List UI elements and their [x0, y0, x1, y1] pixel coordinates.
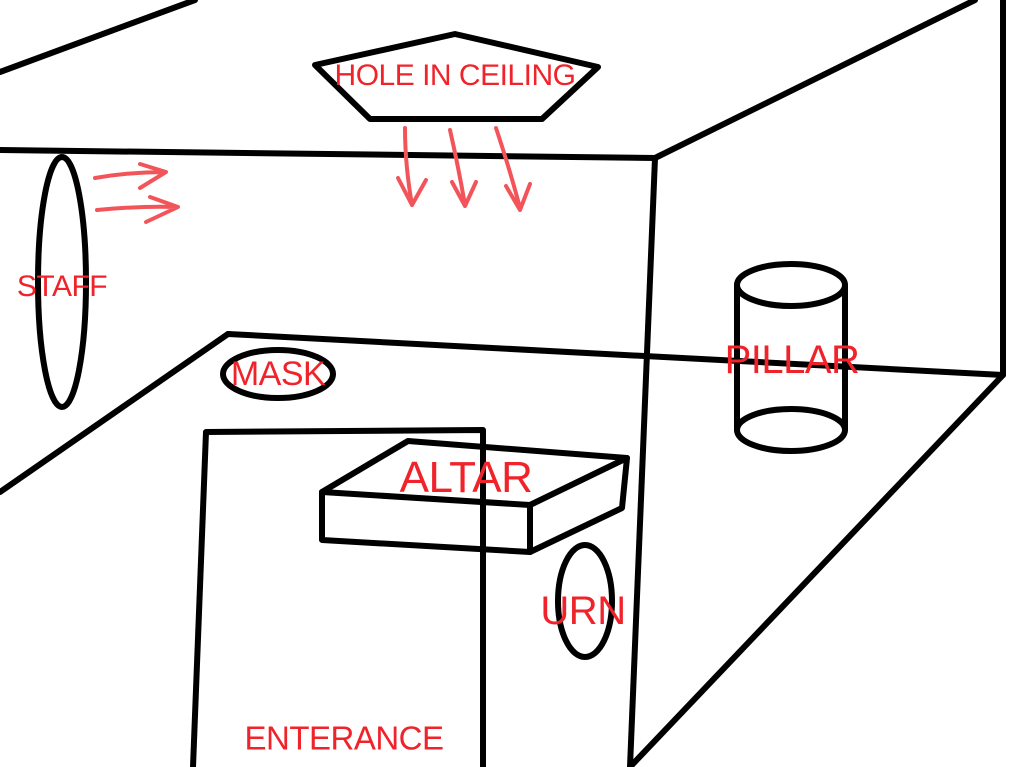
altar-shape — [319, 438, 630, 555]
urn-shape — [555, 542, 615, 660]
pillar-top — [734, 261, 848, 309]
floor-back-edge — [225, 331, 1006, 378]
arrow-right-2 — [95, 195, 180, 224]
entrance-frame — [190, 427, 486, 767]
arrow-down-2 — [448, 128, 478, 208]
staff-label: STAFF — [16, 270, 108, 303]
arrow-down-1 — [396, 126, 428, 207]
mask-label: MASK — [230, 355, 326, 393]
ceiling-left-edge — [0, 0, 198, 75]
hole-in-ceiling-label: HOLE IN CEILING — [334, 59, 576, 92]
floor-right-edge — [627, 372, 1006, 767]
altar-label: ALTAR — [399, 453, 533, 502]
pillar-label: PILLAR — [724, 338, 860, 382]
pillar-shape — [734, 261, 848, 454]
altar-side — [527, 455, 630, 555]
floor-left-edge — [0, 331, 231, 495]
front-right-corner — [627, 155, 658, 767]
staff-arrows — [93, 162, 180, 224]
arrow-down-3 — [494, 126, 532, 212]
light-arrows — [396, 126, 532, 212]
hole-in-ceiling-shape — [312, 31, 601, 122]
altar-front — [319, 489, 533, 555]
ceiling-front-edge — [0, 147, 658, 161]
entrance-label: ENTERANCE — [244, 719, 444, 757]
ceiling-right-edge — [652, 0, 978, 161]
staff-shape — [35, 154, 89, 410]
urn-label: URN — [540, 589, 626, 633]
pillar-bottom — [734, 406, 848, 454]
mask-shape — [220, 347, 336, 401]
arrow-right-1 — [93, 162, 168, 190]
